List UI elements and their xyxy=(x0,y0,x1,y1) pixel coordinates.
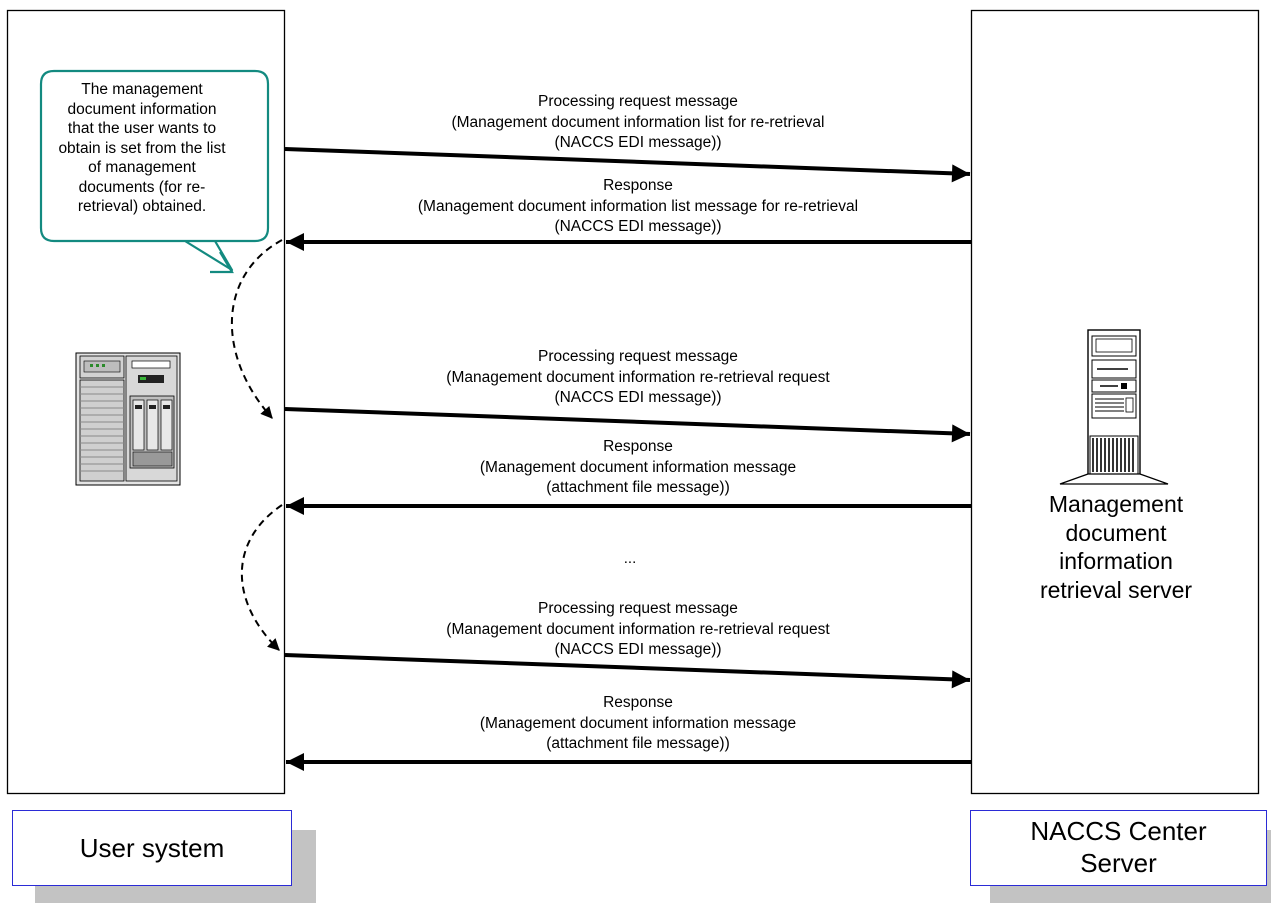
message-label-3: Processing request message (Management d… xyxy=(258,347,1018,409)
message-arrow-1 xyxy=(284,147,971,183)
message-line: (attachment file message)) xyxy=(546,735,730,752)
message-line: Response xyxy=(603,694,673,711)
dashed-curve-arrow-2 xyxy=(240,504,283,651)
message-line: (Management document information list me… xyxy=(417,197,859,215)
message-line: (Management document information re-retr… xyxy=(446,620,830,638)
callout-text: The management document information that… xyxy=(52,80,232,217)
naccs-server-label-line: NACCS Center xyxy=(1030,816,1207,846)
callout-bubble xyxy=(39,69,270,272)
user-system-label-text: User system xyxy=(79,833,225,863)
callout-line: that the user wants to xyxy=(67,120,217,137)
message-label-4: Response (Management document informatio… xyxy=(258,437,1018,499)
message-line: (NACCS EDI message)) xyxy=(554,389,722,406)
user-system-computer-icon xyxy=(75,352,181,486)
user-system-label: User system xyxy=(12,810,292,886)
message-line: (NACCS EDI message)) xyxy=(554,218,722,235)
message-arrow-3 xyxy=(284,407,971,443)
naccs-server-label: NACCS Center Server xyxy=(970,810,1267,886)
server-name-line: Management xyxy=(1048,491,1184,517)
message-line: Response xyxy=(603,438,673,455)
message-label-2: Response (Management document informatio… xyxy=(258,176,1018,238)
dashed-curve-arrow-1 xyxy=(231,239,283,419)
message-line: (NACCS EDI message)) xyxy=(554,641,722,658)
message-line: (attachment file message)) xyxy=(546,479,730,496)
naccs-server-computer-icon xyxy=(1059,329,1169,485)
callout-pointer-tip xyxy=(210,251,234,274)
message-label-1: Processing request message (Management d… xyxy=(258,92,1018,154)
callout-line: The management xyxy=(81,81,203,98)
message-line: Response xyxy=(603,177,673,194)
message-line: (Management document information message xyxy=(479,714,797,732)
message-label-6: Response (Management document informatio… xyxy=(258,693,1018,755)
message-line: Processing request message xyxy=(538,93,738,110)
server-name-line: document xyxy=(1065,519,1167,546)
server-name-line: information xyxy=(1059,548,1173,574)
message-label-5: Processing request message (Management d… xyxy=(258,599,1018,661)
callout-line: document information xyxy=(67,100,217,118)
callout-line: retrieval) obtained. xyxy=(77,198,207,215)
message-line: (NACCS EDI message)) xyxy=(554,134,722,151)
ellipsis: ... xyxy=(623,550,637,567)
message-line: Processing request message xyxy=(538,348,738,365)
message-line: (Management document information list fo… xyxy=(451,113,825,131)
message-line: (Management document information re-retr… xyxy=(446,368,830,386)
server-name-line: retrieval server xyxy=(1039,576,1193,603)
message-line: (Management document information message xyxy=(479,458,797,476)
callout-line: obtain is set from the list xyxy=(58,139,226,157)
callout-line: documents (for re- xyxy=(78,178,206,196)
server-name: Management document information retrieva… xyxy=(974,490,1258,604)
message-line: Processing request message xyxy=(538,600,738,617)
naccs-server-label-line: Server xyxy=(1080,848,1157,878)
callout-line: of management xyxy=(88,159,196,176)
message-arrow-5 xyxy=(284,653,971,689)
